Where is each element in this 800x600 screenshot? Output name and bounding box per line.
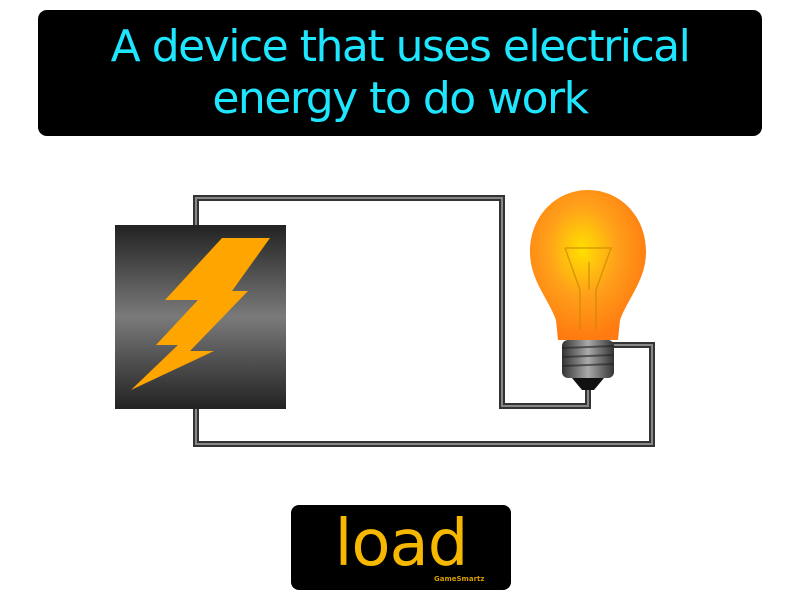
term-box: load GameSmartz [291,505,511,590]
light-bulb-icon [530,190,646,390]
definition-line-1: A device that uses electrical [110,21,691,72]
definition-box: A device that uses electrical energy to … [38,10,762,136]
definition-line-2: energy to do work [212,73,589,124]
wire-circuit [193,195,655,447]
power-source [115,225,286,409]
brand-label: GameSmartz [434,575,485,583]
lightning-bolt-icon [131,238,270,390]
term-word: load [334,507,469,581]
